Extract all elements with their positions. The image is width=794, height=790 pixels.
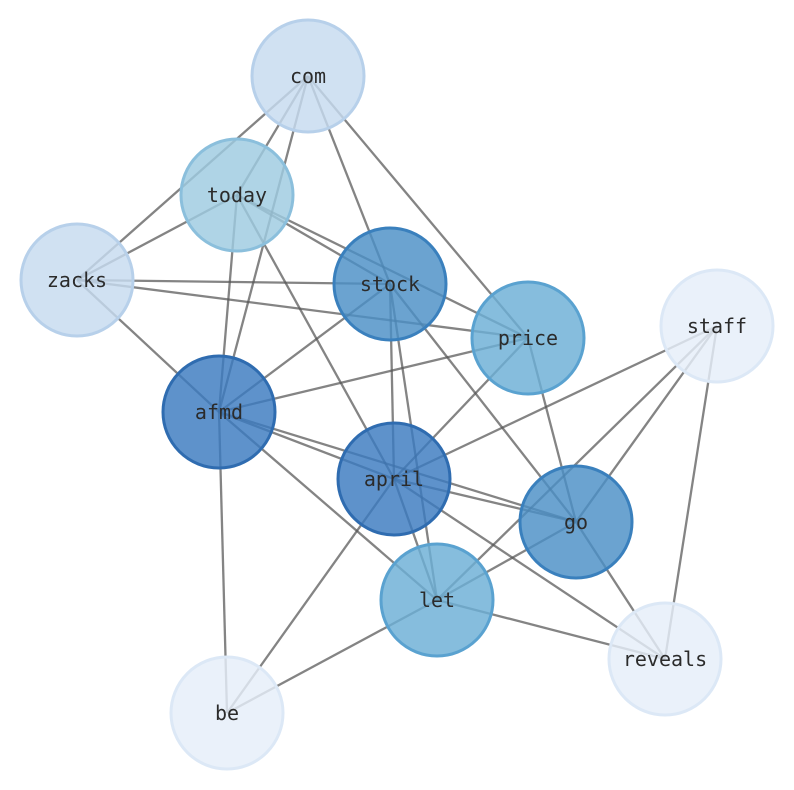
node-label-com: com	[290, 64, 326, 88]
node-circle-zacks	[19, 222, 135, 338]
node-label-afmd: afmd	[195, 400, 243, 424]
node-be: be	[169, 655, 285, 771]
node-today: today	[179, 137, 295, 253]
node-staff: staff	[659, 268, 775, 384]
node-circle-price	[470, 280, 586, 396]
node-stock: stock	[332, 226, 448, 342]
node-label-reveals: reveals	[623, 647, 707, 671]
node-label-stock: stock	[360, 272, 420, 296]
node-label-april: april	[364, 467, 424, 491]
edge-zacks-price	[76, 278, 529, 340]
node-zacks: zacks	[19, 222, 135, 338]
node-label-zacks: zacks	[47, 268, 107, 292]
node-circle-let	[379, 542, 495, 658]
node-label-price: price	[498, 326, 558, 350]
node-label-staff: staff	[687, 314, 747, 338]
node-circle-be	[169, 655, 285, 771]
node-label-today: today	[207, 183, 267, 207]
node-label-go: go	[564, 510, 588, 534]
node-go: go	[518, 464, 634, 580]
node-let: let	[379, 542, 495, 658]
node-circle-com	[250, 18, 366, 134]
node-afmd: afmd	[161, 354, 277, 470]
node-label-let: let	[419, 588, 455, 612]
node-circle-staff	[659, 268, 775, 384]
node-circle-afmd	[161, 354, 277, 470]
edge-staff-let	[436, 325, 718, 601]
node-reveals: reveals	[607, 601, 723, 717]
node-circle-stock	[332, 226, 448, 342]
node-layer: com today zacks stock price staff afmd april go l…	[19, 18, 775, 771]
node-price: price	[470, 280, 586, 396]
node-com: com	[250, 18, 366, 134]
node-label-be: be	[215, 701, 239, 725]
node-circle-today	[179, 137, 295, 253]
node-april: april	[336, 421, 452, 537]
edge-staff-april	[393, 324, 718, 481]
node-circle-april	[336, 421, 452, 537]
node-circle-reveals	[607, 601, 723, 717]
node-circle-go	[518, 464, 634, 580]
